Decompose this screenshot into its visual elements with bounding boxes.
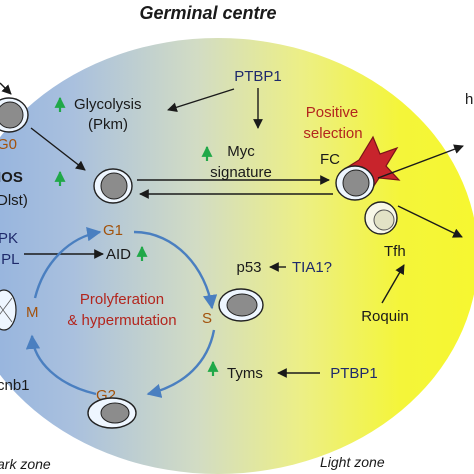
tyms-label: Tyms: [227, 365, 263, 382]
ipl-label: IPL: [0, 251, 20, 268]
cnb1-label: cnb1: [0, 377, 30, 394]
g1-cell-icon: [93, 168, 133, 204]
p53-label: p53: [236, 259, 261, 276]
m-to-g1-cycle-arrow-icon: [33, 227, 102, 299]
glycolysis-label: Glycolysis: [74, 96, 142, 113]
s-label: S: [202, 310, 212, 327]
dark-zone-label: ark zone: [0, 456, 51, 472]
pk-label: PK: [0, 230, 18, 247]
ptbp1-to-glycolysis-arrow: [167, 88, 235, 112]
proliferation-label: Prolyferation: [80, 291, 164, 308]
m-spindle-line: [0, 297, 13, 315]
selection-label: selection: [303, 125, 362, 142]
exit-arrow-upper: [377, 144, 464, 179]
exit-arrow-lower: [397, 205, 463, 238]
fc-label: FC: [320, 151, 340, 168]
s-to-g2-cycle-arrow-icon: [146, 329, 216, 398]
diagram-title: Germinal centre: [139, 3, 276, 23]
g0-label: G0: [0, 136, 17, 153]
light-zone-label: Light zone: [320, 454, 385, 470]
ptbp1-top-label: PTBP1: [234, 68, 282, 85]
m-label: M: [26, 304, 39, 321]
tia1-label: TIA1?: [292, 259, 332, 276]
g0-to-g1-arrow: [30, 127, 86, 171]
fc-b-cell-icon: [335, 165, 375, 201]
g2-cell-icon: [87, 397, 137, 429]
myc-signature-label: signature: [210, 164, 272, 181]
roquin-to-tfh-arrow: [381, 264, 405, 304]
myc-label: Myc: [227, 143, 255, 160]
positive-label: Positive: [306, 104, 359, 121]
right-h-label: h: [465, 91, 473, 108]
ios-label: IOS: [0, 169, 23, 186]
ptbp1-bottom-label: PTBP1: [330, 365, 378, 382]
m-cell-icon: [0, 289, 17, 331]
g0-entry-arrow: [0, 82, 12, 95]
g2-to-m-cycle-arrow-icon: [25, 334, 97, 396]
tfh-label: Tfh: [384, 243, 406, 260]
tfh-cell-icon: [364, 201, 398, 235]
dlst-label: Dlst): [0, 192, 28, 209]
glycolysis-pkm-label: (Pkm): [88, 116, 128, 133]
g1-label: G1: [103, 222, 123, 239]
germinal-centre-zone: [0, 38, 474, 474]
g1-to-s-cycle-arrow-icon: [133, 230, 218, 310]
roquin-label: Roquin: [361, 308, 409, 325]
s-cell-icon: [218, 288, 264, 322]
hypermutation-label: & hypermutation: [67, 312, 176, 329]
aid-label: AID: [106, 246, 131, 263]
